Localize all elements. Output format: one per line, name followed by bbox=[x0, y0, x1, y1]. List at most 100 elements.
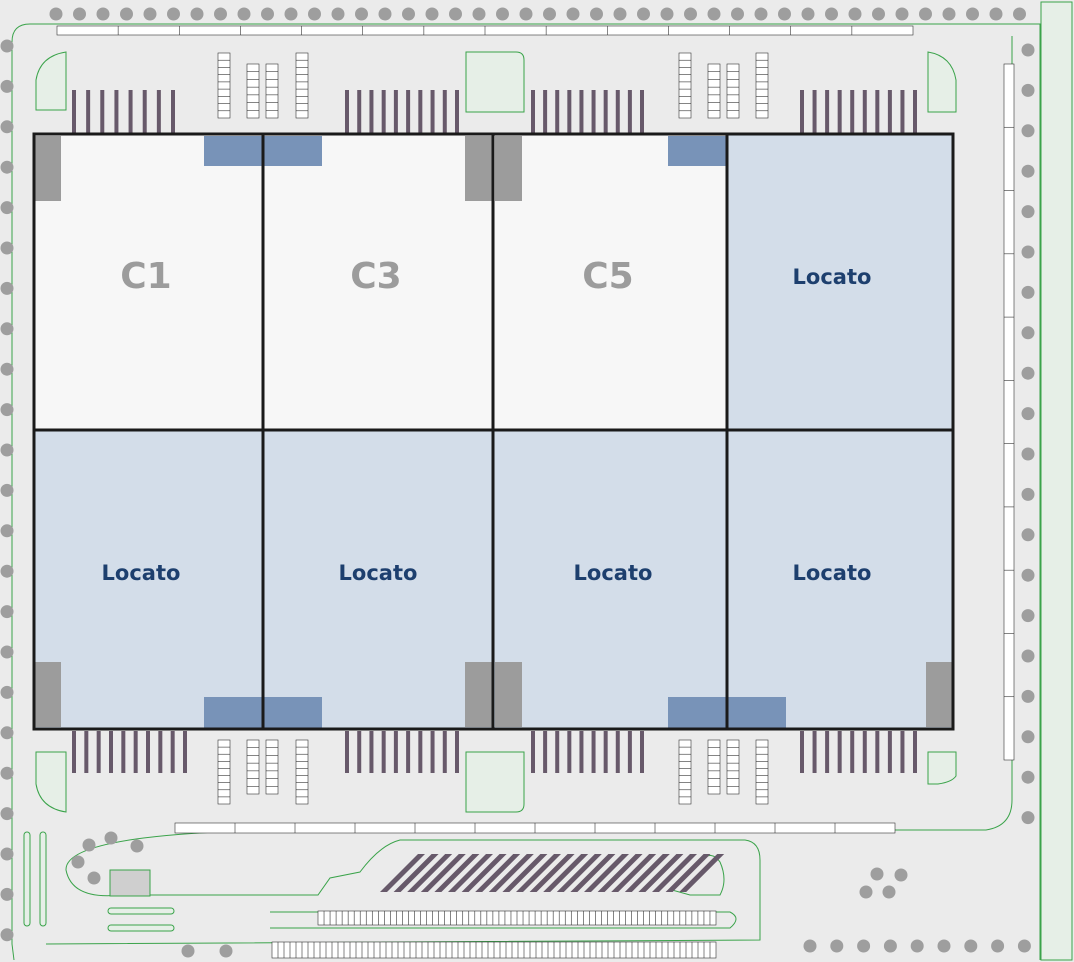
tree bbox=[731, 7, 744, 21]
trailer-stall bbox=[556, 854, 602, 892]
parking-row bbox=[707, 63, 721, 119]
dock-door bbox=[345, 731, 349, 773]
tree bbox=[0, 847, 14, 861]
office-block bbox=[34, 662, 61, 727]
dock-door bbox=[531, 731, 535, 773]
entry-island-outline bbox=[270, 911, 737, 929]
tree bbox=[1021, 205, 1035, 219]
dock-door bbox=[913, 90, 917, 133]
dock-door bbox=[406, 731, 411, 773]
dock-door bbox=[875, 90, 880, 133]
dock-door bbox=[862, 731, 867, 773]
dock-door bbox=[128, 90, 133, 133]
dock-door bbox=[158, 731, 163, 773]
tree bbox=[190, 7, 204, 21]
trailer-stall bbox=[652, 854, 697, 892]
tree bbox=[872, 7, 885, 21]
unit-u1-area bbox=[34, 134, 263, 430]
tree bbox=[1021, 124, 1035, 138]
tree bbox=[0, 201, 14, 215]
dock-door bbox=[900, 731, 905, 773]
office-block bbox=[495, 136, 522, 201]
tree bbox=[378, 7, 392, 21]
trailer-stall bbox=[679, 854, 725, 892]
dock-door bbox=[72, 90, 76, 133]
dock-door bbox=[357, 731, 362, 773]
parking-row bbox=[265, 63, 279, 119]
parking-row bbox=[755, 52, 769, 119]
dock-door bbox=[627, 731, 632, 773]
tree bbox=[1021, 770, 1035, 784]
dock-door bbox=[381, 731, 386, 773]
dock-door bbox=[800, 90, 804, 133]
parking-row bbox=[246, 63, 260, 119]
unit-u2-label: C3 bbox=[350, 256, 401, 297]
tree bbox=[1021, 407, 1035, 421]
tree bbox=[96, 7, 110, 21]
tree bbox=[637, 7, 650, 21]
dock-door bbox=[442, 90, 447, 133]
tree bbox=[0, 322, 14, 336]
tree bbox=[1021, 730, 1035, 744]
dock-door bbox=[887, 731, 892, 773]
trailer-stall bbox=[529, 854, 575, 892]
dock-door bbox=[812, 90, 817, 133]
parking-row bbox=[726, 63, 740, 119]
trailer-stall bbox=[611, 854, 657, 892]
tree bbox=[1021, 609, 1035, 623]
dock-door bbox=[142, 90, 147, 133]
tree bbox=[1021, 285, 1035, 299]
dock-door bbox=[850, 90, 855, 133]
tree bbox=[566, 7, 580, 21]
tree bbox=[895, 7, 909, 21]
trailer-stall bbox=[638, 854, 684, 892]
tree bbox=[331, 7, 345, 21]
trailer-stall bbox=[448, 854, 493, 892]
dock-door bbox=[837, 90, 842, 133]
parking-row bbox=[265, 739, 279, 795]
unit-u6-label: Locato bbox=[339, 561, 418, 585]
tree bbox=[910, 939, 924, 953]
tree bbox=[684, 7, 697, 21]
dock-door bbox=[109, 731, 113, 773]
trailer-stall bbox=[502, 854, 548, 892]
entry-block bbox=[264, 136, 322, 166]
unit-u7-area bbox=[493, 430, 727, 729]
tree bbox=[49, 7, 63, 21]
unit-u6-area bbox=[263, 430, 493, 729]
dock-door bbox=[369, 90, 374, 133]
tree bbox=[803, 939, 817, 953]
tree bbox=[402, 7, 415, 21]
trailer-stall bbox=[434, 854, 480, 892]
trailer-stall bbox=[584, 854, 629, 892]
dock-door bbox=[84, 731, 89, 773]
landscape-island bbox=[927, 51, 957, 113]
landscape-island bbox=[927, 751, 957, 785]
tree bbox=[0, 807, 14, 821]
dock-door bbox=[430, 90, 435, 133]
dock-door bbox=[156, 90, 161, 133]
tree bbox=[937, 939, 951, 953]
parking-row bbox=[678, 52, 692, 119]
tree bbox=[181, 944, 195, 958]
tree bbox=[0, 160, 14, 174]
trailer-stall bbox=[597, 854, 643, 892]
parking-row bbox=[246, 739, 260, 795]
tree bbox=[0, 726, 14, 740]
tree bbox=[801, 7, 815, 21]
landscape-island bbox=[39, 831, 47, 927]
tree bbox=[870, 867, 884, 881]
trailer-stall bbox=[665, 854, 711, 892]
dock-door bbox=[555, 90, 560, 133]
landscape-island bbox=[465, 751, 525, 813]
dock-door bbox=[121, 731, 126, 773]
landscape-island bbox=[23, 831, 31, 927]
tree bbox=[1021, 447, 1035, 461]
dock-door bbox=[615, 90, 620, 133]
unit-u8-label: Locato bbox=[793, 561, 872, 585]
office-block bbox=[465, 136, 492, 201]
trailer-stall bbox=[516, 854, 561, 892]
unit-u3-area bbox=[493, 134, 727, 430]
tree bbox=[859, 885, 873, 899]
dock-door bbox=[567, 731, 572, 773]
